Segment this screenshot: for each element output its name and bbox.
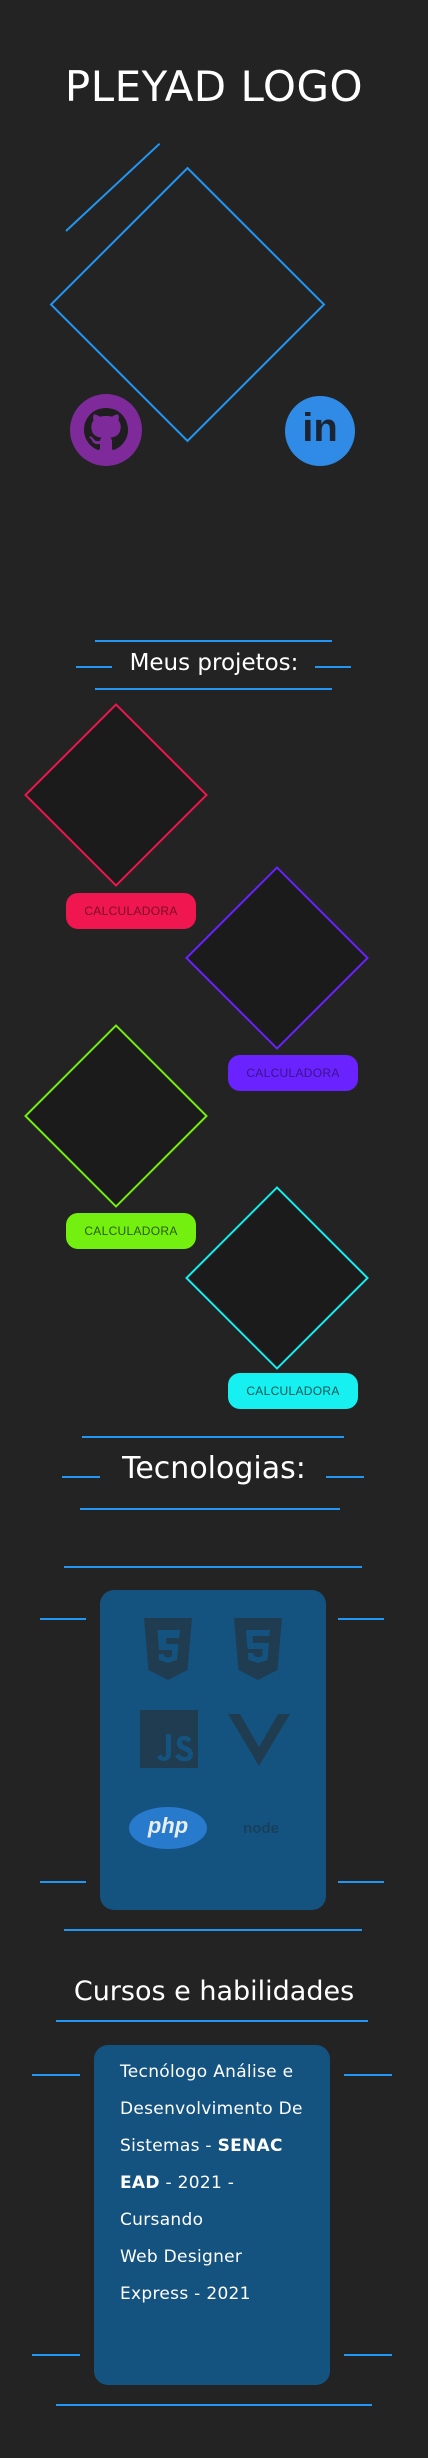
- projects-line-top: [95, 640, 332, 642]
- tech-line-left: [62, 1476, 100, 1478]
- tech-title: Tecnologias:: [122, 1451, 306, 1486]
- course-text: Tecnólogo Análise e: [120, 2062, 294, 2082]
- project-button[interactable]: CALCULADORA: [228, 1055, 358, 1091]
- projects-title: Meus projetos:: [129, 650, 299, 676]
- course-text: Web Designer: [120, 2247, 243, 2267]
- projects-line-bottom: [95, 688, 332, 690]
- tech-card-line-bottom: [64, 1929, 362, 1931]
- courses-line-bottom: [56, 2404, 372, 2406]
- vue-icon: [228, 1714, 290, 1770]
- course-institution: SENAC: [217, 2136, 283, 2156]
- php-icon: php: [128, 1806, 208, 1854]
- course-text-line: Express - 2021: [120, 2284, 251, 2304]
- tech-card-line-left-bottom: [40, 1881, 86, 1883]
- tech-line-right: [326, 1476, 364, 1478]
- course-text: Sistemas -: [120, 2136, 218, 2156]
- html5-icon: [230, 1618, 286, 1684]
- tech-line-top: [82, 1436, 344, 1438]
- courses-line-top: [56, 2020, 368, 2022]
- nodejs-icon: node: [230, 1812, 292, 1848]
- project-card-diamond[interactable]: [185, 1186, 369, 1370]
- course-text: Express - 2021: [120, 2284, 251, 2304]
- courses-line-right-top: [344, 2074, 392, 2076]
- css3-icon: [140, 1618, 196, 1684]
- project-button[interactable]: CALCULADORA: [66, 1213, 196, 1249]
- tech-card-line-right-top: [338, 1618, 384, 1620]
- course-text: - 2021 -: [159, 2173, 235, 2193]
- nodejs-label: node: [243, 1820, 279, 1837]
- github-icon[interactable]: [70, 394, 142, 466]
- course-text-line: Tecnólogo Análise e: [120, 2062, 293, 2082]
- page-title: PLEYAD LOGO: [64, 62, 364, 111]
- courses-line-right-bottom: [344, 2354, 392, 2356]
- course-text-line: Cursando: [120, 2210, 203, 2230]
- tech-card-line-left-top: [40, 1618, 86, 1620]
- projects-line-right: [315, 666, 351, 668]
- courses-line-left-top: [32, 2074, 80, 2076]
- project-card-diamond[interactable]: [24, 1024, 208, 1208]
- project-button[interactable]: CALCULADORA: [66, 893, 196, 929]
- course-modality: EAD: [120, 2173, 160, 2193]
- courses-line-left-bottom: [32, 2354, 80, 2356]
- course-text-line: EAD - 2021 -: [120, 2173, 234, 2193]
- course-text: Cursando: [120, 2210, 204, 2230]
- courses-title: Cursos e habilidades: [73, 1976, 355, 2007]
- technologies-card: php node: [100, 1590, 326, 1910]
- course-text-line: Web Designer: [120, 2247, 242, 2267]
- course-text-line: Desenvolvimento De: [120, 2099, 303, 2119]
- tech-line-bottom: [80, 1508, 340, 1510]
- projects-line-left: [76, 666, 112, 668]
- javascript-icon: [140, 1710, 198, 1772]
- courses-card: Tecnólogo Análise e Desenvolvimento De S…: [94, 2045, 330, 2385]
- php-label: php: [147, 1813, 189, 1838]
- linkedin-glyph: in: [302, 406, 338, 450]
- project-button[interactable]: CALCULADORA: [228, 1373, 358, 1409]
- course-text-line: Sistemas - SENAC: [120, 2136, 283, 2156]
- project-card-diamond[interactable]: [185, 866, 369, 1050]
- tech-card-line-right-bottom: [338, 1881, 384, 1883]
- project-card-diamond[interactable]: [24, 703, 208, 887]
- tech-card-line-top: [64, 1566, 362, 1568]
- linkedin-icon[interactable]: in: [285, 396, 355, 466]
- course-text: Desenvolvimento De: [120, 2099, 303, 2119]
